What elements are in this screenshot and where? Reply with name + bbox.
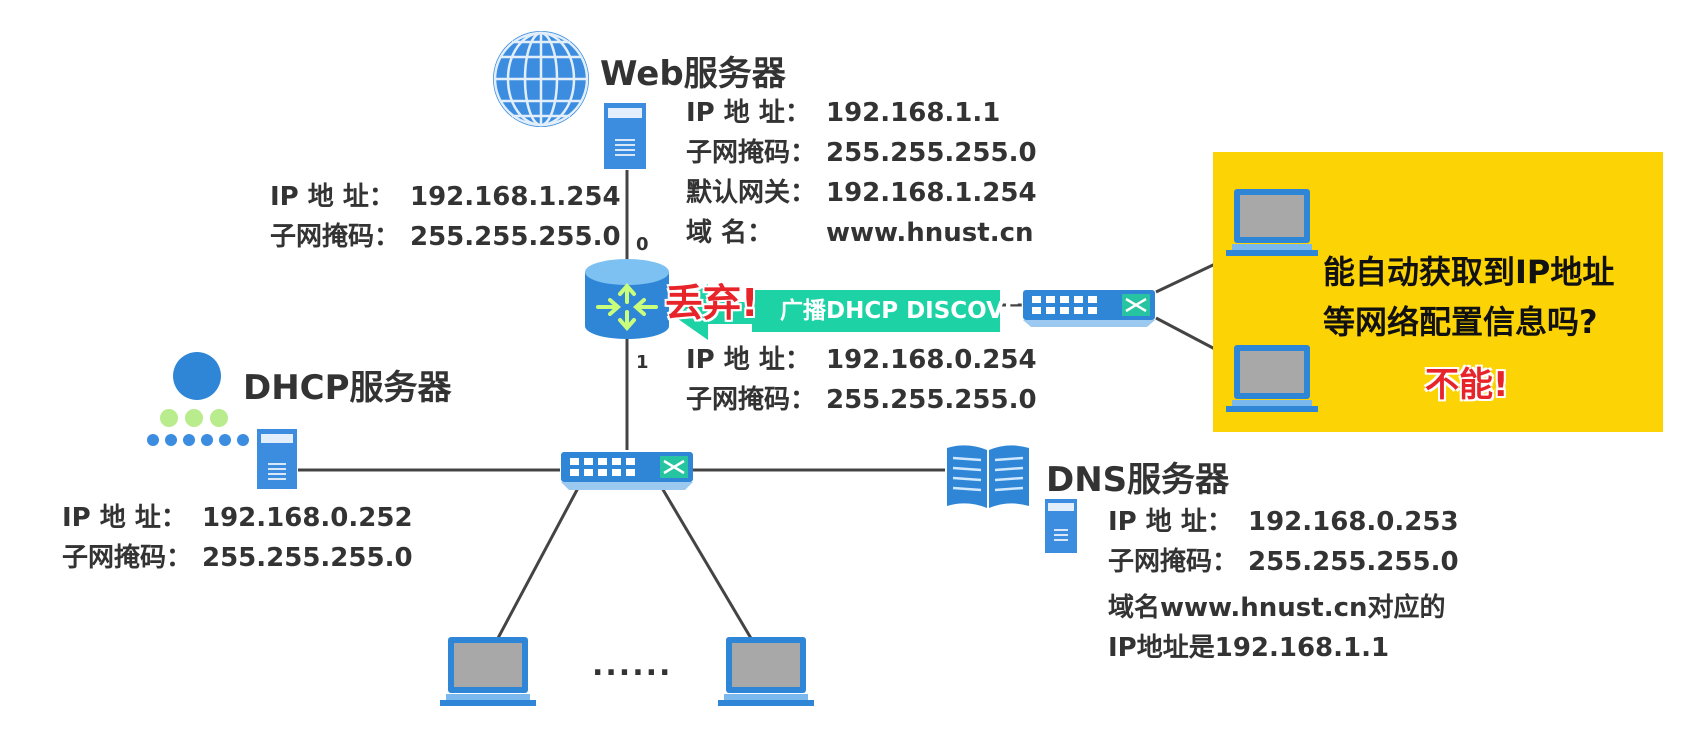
callout-question: 能自动获取到IP地址 等网络配置信息吗? xyxy=(1323,247,1614,347)
web-mask-label: 子网掩码： xyxy=(686,138,817,168)
more-hosts-ellipsis: ...... xyxy=(592,648,673,683)
web-gateway-label: 默认网关： xyxy=(686,178,817,208)
web-server-title: Web服务器 xyxy=(600,54,786,94)
dns-note-line-1: 域名www.hnust.cn对应的 xyxy=(1108,593,1446,623)
web-domain-label: 域 名： xyxy=(686,218,774,248)
link-switch-pc1 xyxy=(495,487,580,641)
dns-mask-label: 子网掩码： xyxy=(1108,547,1239,577)
router-if0-info: IP 地 址： 192.168.1.254 子网掩码： 255.255.255.0 xyxy=(270,177,621,257)
dns-ip-label: IP 地 址： xyxy=(1108,507,1233,537)
dns-server-icon xyxy=(1045,499,1077,553)
dns-server-title: DNS服务器 xyxy=(1046,460,1230,500)
router-if0-mask-label: 子网掩码： xyxy=(270,222,401,252)
web-ip-label: IP 地 址： xyxy=(686,98,811,128)
router-if0-ip-value: 192.168.1.254 xyxy=(410,182,621,212)
broadcast-message: 广播DHCP DISCOVER xyxy=(752,290,1037,332)
router-if0-mask-value: 255.255.255.0 xyxy=(410,222,621,252)
dhcp-server-info: IP 地 址： 192.168.0.252 子网掩码： 255.255.255.0 xyxy=(62,498,413,578)
web-ip-value: 192.168.1.1 xyxy=(826,98,1001,128)
globe-icon xyxy=(493,31,589,127)
router-if1-info: IP 地 址： 192.168.0.254 子网掩码： 255.255.255.0 xyxy=(686,340,1037,420)
link-switch-pc2 xyxy=(660,487,754,641)
router-if1-mask-value: 255.255.255.0 xyxy=(826,385,1037,415)
router-if0-ip-label: IP 地 址： xyxy=(270,182,395,212)
dns-book-icon xyxy=(947,445,1029,508)
web-mask-value: 255.255.255.0 xyxy=(826,138,1037,168)
switch-right-icon xyxy=(1023,290,1155,327)
question-line-2: 等网络配置信息吗? xyxy=(1323,303,1598,341)
router-icon xyxy=(585,259,669,339)
web-domain-value: www.hnust.cn xyxy=(826,218,1034,248)
dhcp-ip-label: IP 地 址： xyxy=(62,503,187,533)
dns-server-info: IP 地 址：192.168.0.253 子网掩码：255.255.255.0 … xyxy=(1108,502,1459,668)
callout-answer: 不能! xyxy=(1425,365,1509,405)
router-if1-ip-label: IP 地 址： xyxy=(686,345,811,375)
web-server-info: IP 地 址： 192.168.1.1 子网掩码： 255.255.255.0 默认… xyxy=(686,93,1037,253)
dhcp-mask-value: 255.255.255.0 xyxy=(202,543,413,573)
dns-note-line-2: IP地址是192.168.1.1 xyxy=(1108,633,1390,663)
question-line-1: 能自动获取到IP地址 xyxy=(1323,253,1615,291)
router-port-1: 1 xyxy=(636,352,649,373)
dns-ip-value: 192.168.0.253 xyxy=(1248,507,1459,537)
router-if1-ip-value: 192.168.0.254 xyxy=(826,345,1037,375)
web-server-icon xyxy=(604,103,646,169)
broadcast-arrow-icon xyxy=(668,284,758,340)
laptop-icon xyxy=(1226,345,1318,412)
dropped-label: 丢弃! xyxy=(665,281,759,325)
web-gateway-value: 192.168.1.254 xyxy=(826,178,1037,208)
dhcp-ip-value: 192.168.0.252 xyxy=(202,503,413,533)
laptop-icon xyxy=(440,637,536,706)
dns-mask-value: 255.255.255.0 xyxy=(1248,547,1459,577)
switch-main-icon xyxy=(561,452,693,490)
laptop-icon xyxy=(1226,189,1318,256)
dhcp-mask-label: 子网掩码： xyxy=(62,543,193,573)
router-if1-mask-label: 子网掩码： xyxy=(686,385,817,415)
dhcp-clients-icon xyxy=(147,352,249,446)
dhcp-server-icon xyxy=(257,429,297,489)
router-port-0: 0 xyxy=(636,234,649,255)
laptop-icon xyxy=(718,637,814,706)
dhcp-server-title: DHCP服务器 xyxy=(243,368,452,408)
